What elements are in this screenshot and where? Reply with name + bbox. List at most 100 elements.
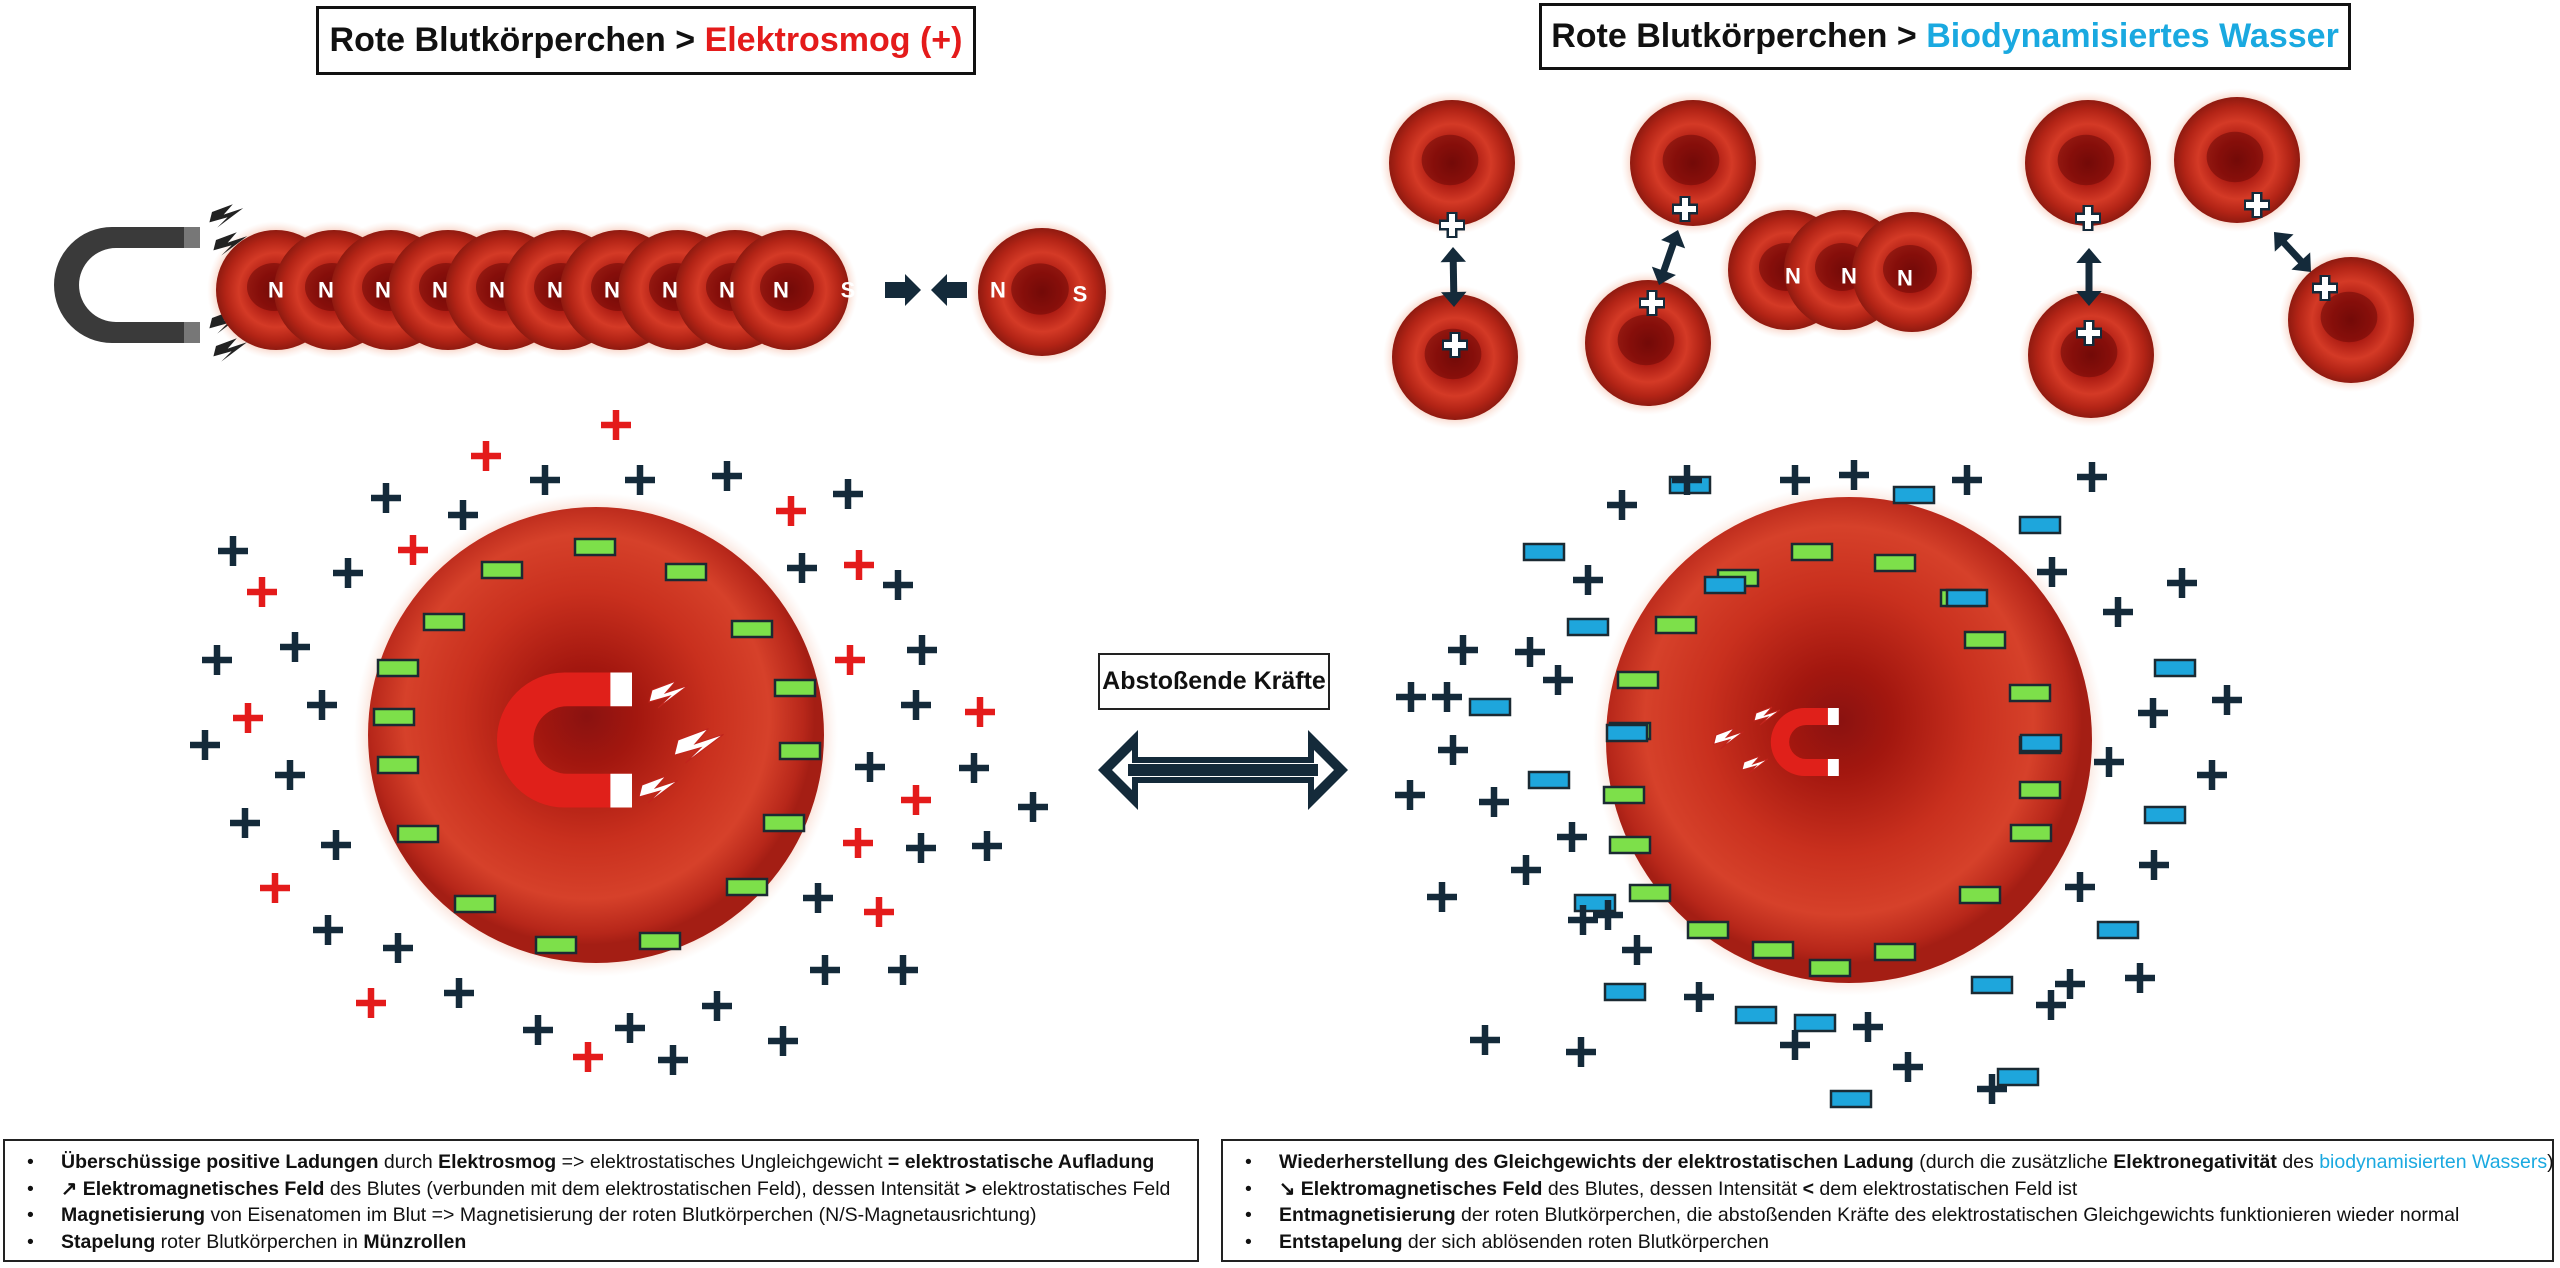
green-minus-5: [730, 619, 774, 639]
red-magnet-icon: [497, 672, 632, 808]
pole-n-single: N: [990, 278, 1006, 303]
arrow-down-right-icon: ↘: [1279, 1177, 1296, 1200]
green-minus-9: [778, 741, 822, 761]
repel-arrow-2-shaft: [1659, 240, 1678, 275]
dark-plus-right-24: [1511, 855, 1541, 885]
green-minus-right-2: [1873, 553, 1917, 573]
dark-plus-right-4: [1952, 465, 1982, 495]
magnet-body: [54, 227, 200, 343]
dark-plus-left-32: [523, 1015, 553, 1045]
green-minus-16: [638, 931, 682, 951]
dark-plus-right-6: [1607, 490, 1637, 520]
dark-plus-left-1: [371, 483, 401, 513]
green-minus-7: [773, 678, 817, 698]
attract-arrow-right: [885, 274, 921, 306]
dark-plus-right-40: [1593, 900, 1623, 930]
red-plus-left-4: [398, 535, 428, 565]
blue-minus-right-10: [1605, 723, 1649, 743]
dark-plus-left-11: [280, 632, 310, 662]
red-plus-left-10: [901, 785, 931, 815]
pole-n-4: N: [432, 278, 448, 303]
dark-plus-right-13: [2103, 597, 2133, 627]
plus-badge-7: [2246, 194, 2268, 216]
red-magnet-icon-tip-b: [610, 773, 632, 808]
repel-arrow-1-head-a: [1440, 247, 1466, 263]
dark-plus-right-36: [1893, 1052, 1923, 1082]
dark-plus-right-33: [1684, 982, 1714, 1012]
red-plus-left-14: [356, 988, 386, 1018]
plus-badge-5: [2077, 207, 2099, 229]
red-plus-left-7: [835, 645, 865, 675]
plus-badge-3: [1674, 198, 1696, 220]
dark-plus-right-29: [2055, 969, 2085, 999]
red-plus-left-12: [260, 873, 290, 903]
blue-minus-right-5: [1703, 575, 1747, 595]
dark-plus-right-10: [1543, 665, 1573, 695]
dark-plus-left-9: [333, 558, 363, 588]
plus-badge-1: [1441, 214, 1463, 236]
dark-plus-left-23: [321, 830, 351, 860]
pole-n-mini-2: N: [1841, 264, 1857, 289]
blue-minus-right-9: [1468, 697, 1512, 717]
red-magnet-icon-tip-a: [610, 672, 632, 707]
green-minus-right-19: [1751, 940, 1795, 960]
pole-n-mini-1: N: [1785, 264, 1801, 289]
red-plus-left-2: [471, 441, 501, 471]
dark-plus-left-27: [383, 933, 413, 963]
dark-plus-right-11: [1448, 635, 1478, 665]
dark-plus-left-15: [901, 690, 931, 720]
right-title: Rote Blutkörperchen > Biodynamisiertes W…: [1539, 3, 2351, 70]
green-minus-13: [725, 877, 769, 897]
dark-plus-right-14: [1396, 682, 1426, 712]
dark-plus-left-25: [803, 883, 833, 913]
dark-plus-left-13: [907, 635, 937, 665]
green-minus-right-18: [1873, 942, 1917, 962]
note-left-1: Überschüssige positive Ladungen durch El…: [19, 1149, 1187, 1176]
blue-minus-right-15: [2096, 920, 2140, 940]
dark-plus-right-22: [1470, 1025, 1500, 1055]
dark-plus-left-10: [883, 570, 913, 600]
dark-plus-right-7: [2037, 557, 2067, 587]
small-red-magnet-icon-tip-a: [1827, 708, 1839, 725]
magnet-tip-top: [184, 227, 200, 248]
red-plus-left-9: [965, 697, 995, 727]
green-minus-3: [664, 562, 708, 582]
dark-plus-left-28: [810, 955, 840, 985]
dark-plus-left-14: [307, 690, 337, 720]
dark-plus-left-7: [218, 536, 248, 566]
lightning-icon-10: [1741, 755, 1769, 775]
green-minus-14: [453, 894, 497, 914]
dark-plus-right-20: [2138, 698, 2168, 728]
notes-right: Wiederherstellung des Gleichgewichts der…: [1221, 1139, 2554, 1262]
repel-arrow-4-head-b: [2291, 252, 2311, 272]
dark-plus-right-3: [1839, 460, 1869, 490]
pole-n-6: N: [547, 278, 563, 303]
note-left-2: ↗ Elektromagnetisches Feld des Blutes (v…: [19, 1176, 1187, 1203]
note-left-4: Stapelung roter Blutkörperchen in Münzro…: [19, 1229, 1187, 1256]
blue-minus-right-6: [1945, 588, 1989, 608]
repel-arrow-3-head-a: [2076, 248, 2102, 263]
repulsive-forces-label: Abstoßende Kräfte: [1098, 653, 1330, 710]
blue-minus-right-8: [2153, 658, 2197, 678]
dark-plus-left-21: [230, 808, 260, 838]
dark-plus-left-19: [959, 753, 989, 783]
blue-minus-right-16: [1603, 982, 1647, 1002]
blue-minus-right-11: [2019, 733, 2063, 753]
dark-plus-right-38: [1622, 935, 1652, 965]
green-minus-6: [376, 658, 420, 678]
green-minus-right-11: [1602, 785, 1646, 805]
right-title-highlight: Biodynamisiertes Wasser: [1926, 17, 2339, 55]
red-plus-left-1: [601, 410, 631, 440]
free-cell-3-center: [1662, 134, 1720, 186]
big-cell-left: [368, 507, 824, 963]
red-plus-left-6: [247, 577, 277, 607]
dark-plus-left-30: [444, 978, 474, 1008]
dark-plus-right-21: [2212, 685, 2242, 715]
dark-plus-right-31: [2036, 990, 2066, 1020]
green-minus-8: [372, 707, 416, 727]
blue-minus-right-18: [1970, 975, 2014, 995]
dark-plus-left-3: [625, 465, 655, 495]
green-minus-4: [422, 612, 466, 632]
pole-n-5: N: [489, 278, 505, 303]
